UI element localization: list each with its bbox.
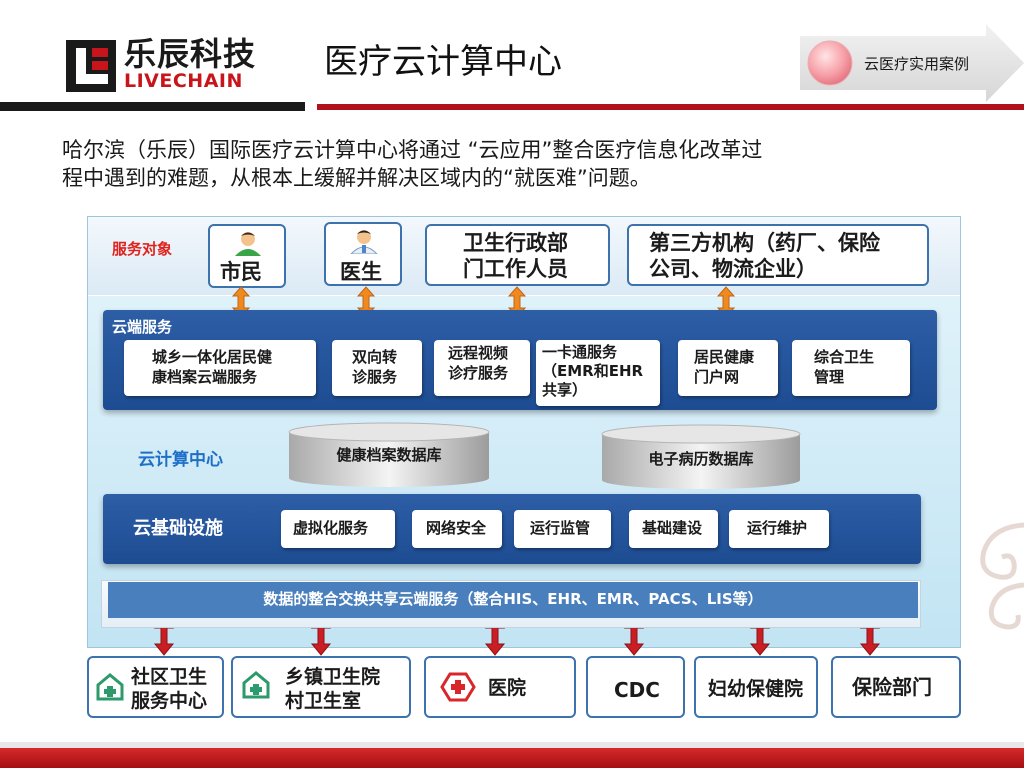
infra-label: 网络安全 [426, 519, 487, 537]
header-rule-left [0, 102, 305, 111]
service-line: 双向转 [352, 348, 398, 366]
service-line: 诊服务 [352, 368, 398, 386]
township-clinic-icon [242, 671, 270, 699]
target-admin-line2: 门工作人员 [463, 257, 568, 281]
infra-construction: 基础建设 [629, 510, 718, 548]
intro-paragraph: 哈尔滨（乐辰）国际医疗云计算中心将通过 “云应用”整合医疗信息化改革过 程中遇到… [62, 136, 962, 192]
infra-virtualization: 虚拟化服务 [281, 510, 395, 548]
data-exchange-label: 数据的整合交换共享云端服务（整合HIS、EHR、EMR、PACS、LIS等） [263, 590, 763, 608]
intro-line-1: 哈尔滨（乐辰）国际医疗云计算中心将通过 “云应用”整合医疗信息化改革过 [62, 138, 763, 162]
doctor-icon [350, 230, 378, 254]
infrastructure-label: 云基础设施 [133, 518, 223, 539]
badge-circle-icon [807, 40, 853, 86]
badge-label: 云医疗实用案例 [864, 55, 970, 73]
service-health-management: 综合卫生 管理 [792, 340, 910, 396]
section-badge [800, 24, 1024, 102]
service-line: 诊疗服务 [448, 364, 509, 382]
target-citizen-label: 市民 [220, 260, 262, 284]
logo-chinese-name: 乐辰科技 [124, 35, 257, 73]
service-line: 综合卫生 [814, 348, 875, 366]
footer-bar [0, 748, 1024, 768]
infra-label: 基础建设 [642, 519, 703, 537]
endpoint-line: 社区卫生 [131, 666, 208, 688]
service-telemedicine: 远程视频 诊疗服务 [434, 340, 530, 396]
endpoint-line: 妇幼保健院 [708, 678, 804, 700]
infra-label: 运行监管 [530, 519, 591, 537]
endpoint-maternal-child: 妇幼保健院 [694, 656, 818, 718]
service-line: 共享） [542, 381, 588, 399]
compute-center-label: 云计算中心 [138, 450, 223, 470]
service-line: 管理 [814, 368, 845, 386]
endpoint-cdc: CDC [586, 656, 685, 718]
cloud-services-label: 云端服务 [112, 318, 173, 336]
service-line: 一卡通服务 [542, 343, 618, 361]
endpoint-township-clinic: 乡镇卫生院 村卫生室 [231, 656, 411, 718]
endpoint-line: 医院 [488, 677, 527, 699]
emr-database-icon [601, 424, 801, 489]
health-records-database-icon [288, 422, 490, 487]
service-health-portal: 居民健康 门户网 [678, 340, 778, 396]
infra-operation-monitor: 运行监管 [514, 510, 611, 548]
endpoint-hospital: 医院 [424, 656, 576, 718]
infra-label: 运行维护 [747, 519, 808, 537]
target-admin-line1: 卫生行政部 [463, 231, 568, 255]
service-line: 康档案云端服务 [152, 368, 258, 386]
endpoint-line: 保险部门 [852, 675, 932, 699]
service-one-card: 一卡通服务 （EMR和EHR 共享） [536, 340, 660, 406]
target-third-party: 第三方机构（药厂、保险 公司、物流企业） [627, 224, 929, 286]
health-records-database-label: 健康档案数据库 [336, 446, 442, 464]
infra-label: 虚拟化服务 [293, 519, 369, 537]
service-line: （EMR和EHR [542, 362, 644, 380]
service-targets-label: 服务对象 [112, 240, 173, 258]
emr-database-label: 电子病历数据库 [648, 450, 754, 468]
target-doctor-label: 医生 [340, 260, 382, 284]
service-line: 远程视频 [448, 344, 509, 362]
infra-maintenance: 运行维护 [729, 510, 829, 548]
service-referral: 双向转 诊服务 [332, 340, 422, 396]
endpoint-community-center: 社区卫生 服务中心 [87, 656, 224, 718]
community-clinic-icon [96, 673, 124, 701]
endpoint-insurance: 保险部门 [831, 656, 961, 718]
target-doctor: 医生 [324, 222, 402, 286]
service-health-records: 城乡一体化居民健 康档案云端服务 [124, 340, 316, 396]
infra-network-security: 网络安全 [412, 510, 502, 548]
citizen-icon [235, 232, 261, 256]
endpoint-line: CDC [614, 678, 660, 702]
endpoint-line: 乡镇卫生院 [285, 666, 381, 688]
target-third-party-line1: 第三方机构（药厂、保险 [649, 231, 880, 255]
intro-line-2: 程中遇到的难题，从根本上缓解并解决区域内的“就医难”问题。 [62, 166, 651, 190]
footer-strip [0, 742, 1024, 748]
target-third-party-line2: 公司、物流企业） [649, 257, 817, 281]
target-citizen: 市民 [208, 224, 286, 288]
service-line: 居民健康 [694, 348, 755, 366]
page-title: 医疗云计算中心 [324, 42, 562, 82]
decorative-cloud-swirl-icon [980, 522, 1024, 630]
service-line: 城乡一体化居民健 [152, 348, 273, 366]
endpoint-line: 村卫生室 [285, 690, 362, 712]
target-admin-staff: 卫生行政部 门工作人员 [425, 224, 610, 286]
endpoint-line: 服务中心 [131, 690, 208, 712]
hospital-cross-icon [440, 672, 476, 702]
header-rule-right [317, 104, 1024, 110]
logo-english-name: LIVECHAIN [124, 70, 243, 92]
service-line: 门户网 [694, 368, 740, 386]
data-exchange-inner [108, 582, 918, 618]
livechain-logo-icon [66, 40, 116, 92]
